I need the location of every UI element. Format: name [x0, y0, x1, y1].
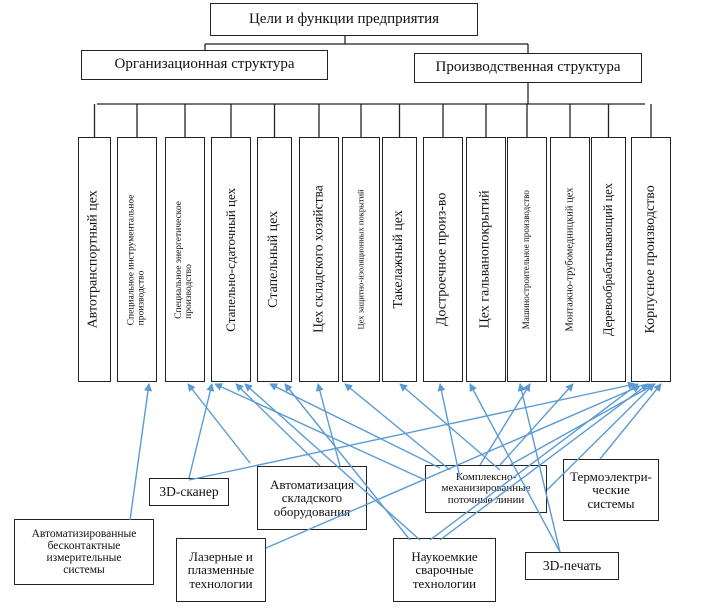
tech-arrow	[269, 383, 441, 469]
tech-welding: Наукоемкие сварочные технологии	[393, 538, 496, 602]
department-box: Цех гальванопокрытий	[466, 137, 506, 382]
org-structure-box: Организационная структура	[81, 50, 328, 80]
department-box: Стапельно-сдаточный цех	[211, 137, 251, 382]
tech-warehouse-automation: Автоматизация складского оборудования	[257, 466, 367, 530]
tech-arrow	[235, 383, 321, 467]
tech-arrow	[344, 383, 451, 471]
tech-arrow	[469, 383, 561, 553]
tech-thermoelectric: Термоэлектри- ческие системы	[563, 459, 659, 521]
department-box: Такелажный цех	[382, 137, 417, 382]
tech-arrow	[546, 383, 655, 491]
tech-arrow	[129, 383, 152, 521]
tech-arrow	[437, 383, 461, 479]
tech-arrow	[509, 383, 656, 466]
tech-arrow	[315, 383, 341, 467]
tech-arrow	[188, 383, 215, 479]
tech-arrow	[599, 383, 662, 460]
department-box: Цех складского хозяйства	[299, 137, 339, 382]
prod-structure-box: Производственная структура	[414, 53, 642, 83]
department-box: Автотранспортный цех	[78, 137, 111, 382]
tech-arrow	[517, 383, 561, 553]
department-box: Специальное инструментальное производств…	[117, 137, 157, 382]
tech-laser-plasma: Лазерные и плазменные технологии	[176, 538, 266, 602]
tech-arrow	[265, 385, 641, 549]
tech-arrow	[499, 383, 574, 466]
goals-box: Цели и функции предприятия	[210, 3, 478, 36]
department-box: Машиностроительное производство	[507, 137, 547, 382]
tech-arrow	[187, 383, 251, 464]
prod-structure-label: Производственная структура	[435, 59, 621, 76]
tech-arrow	[429, 383, 639, 541]
department-box: Деревообрабатывающий цех	[591, 137, 626, 382]
tech-contactless-measurement: Автоматизированные бесконтактные измерит…	[14, 519, 154, 585]
department-box: Специальное энергетическое производство	[165, 137, 205, 382]
department-box: Монтажно-трубомедницкий цех	[550, 137, 590, 382]
department-box: Цех защитно-изоляционных покрытий	[342, 137, 380, 382]
tech-arrow	[188, 381, 636, 481]
goals-title: Цели и функции предприятия	[248, 10, 440, 27]
department-box: Стапельный цех	[257, 137, 292, 382]
department-box: Достроечное произ-во	[423, 137, 463, 382]
tech-arrow	[214, 383, 426, 481]
tech-arrow	[399, 383, 501, 471]
tech-arrow	[439, 383, 649, 541]
org-structure-label: Организационная структура	[114, 56, 295, 73]
tech-3d-printing: 3D-печать	[525, 552, 619, 580]
tech-arrow	[244, 383, 421, 541]
tech-3d-scanner: 3D-сканер	[149, 478, 229, 506]
tech-arrow	[284, 383, 411, 541]
department-box: Корпусное производство	[631, 137, 671, 382]
